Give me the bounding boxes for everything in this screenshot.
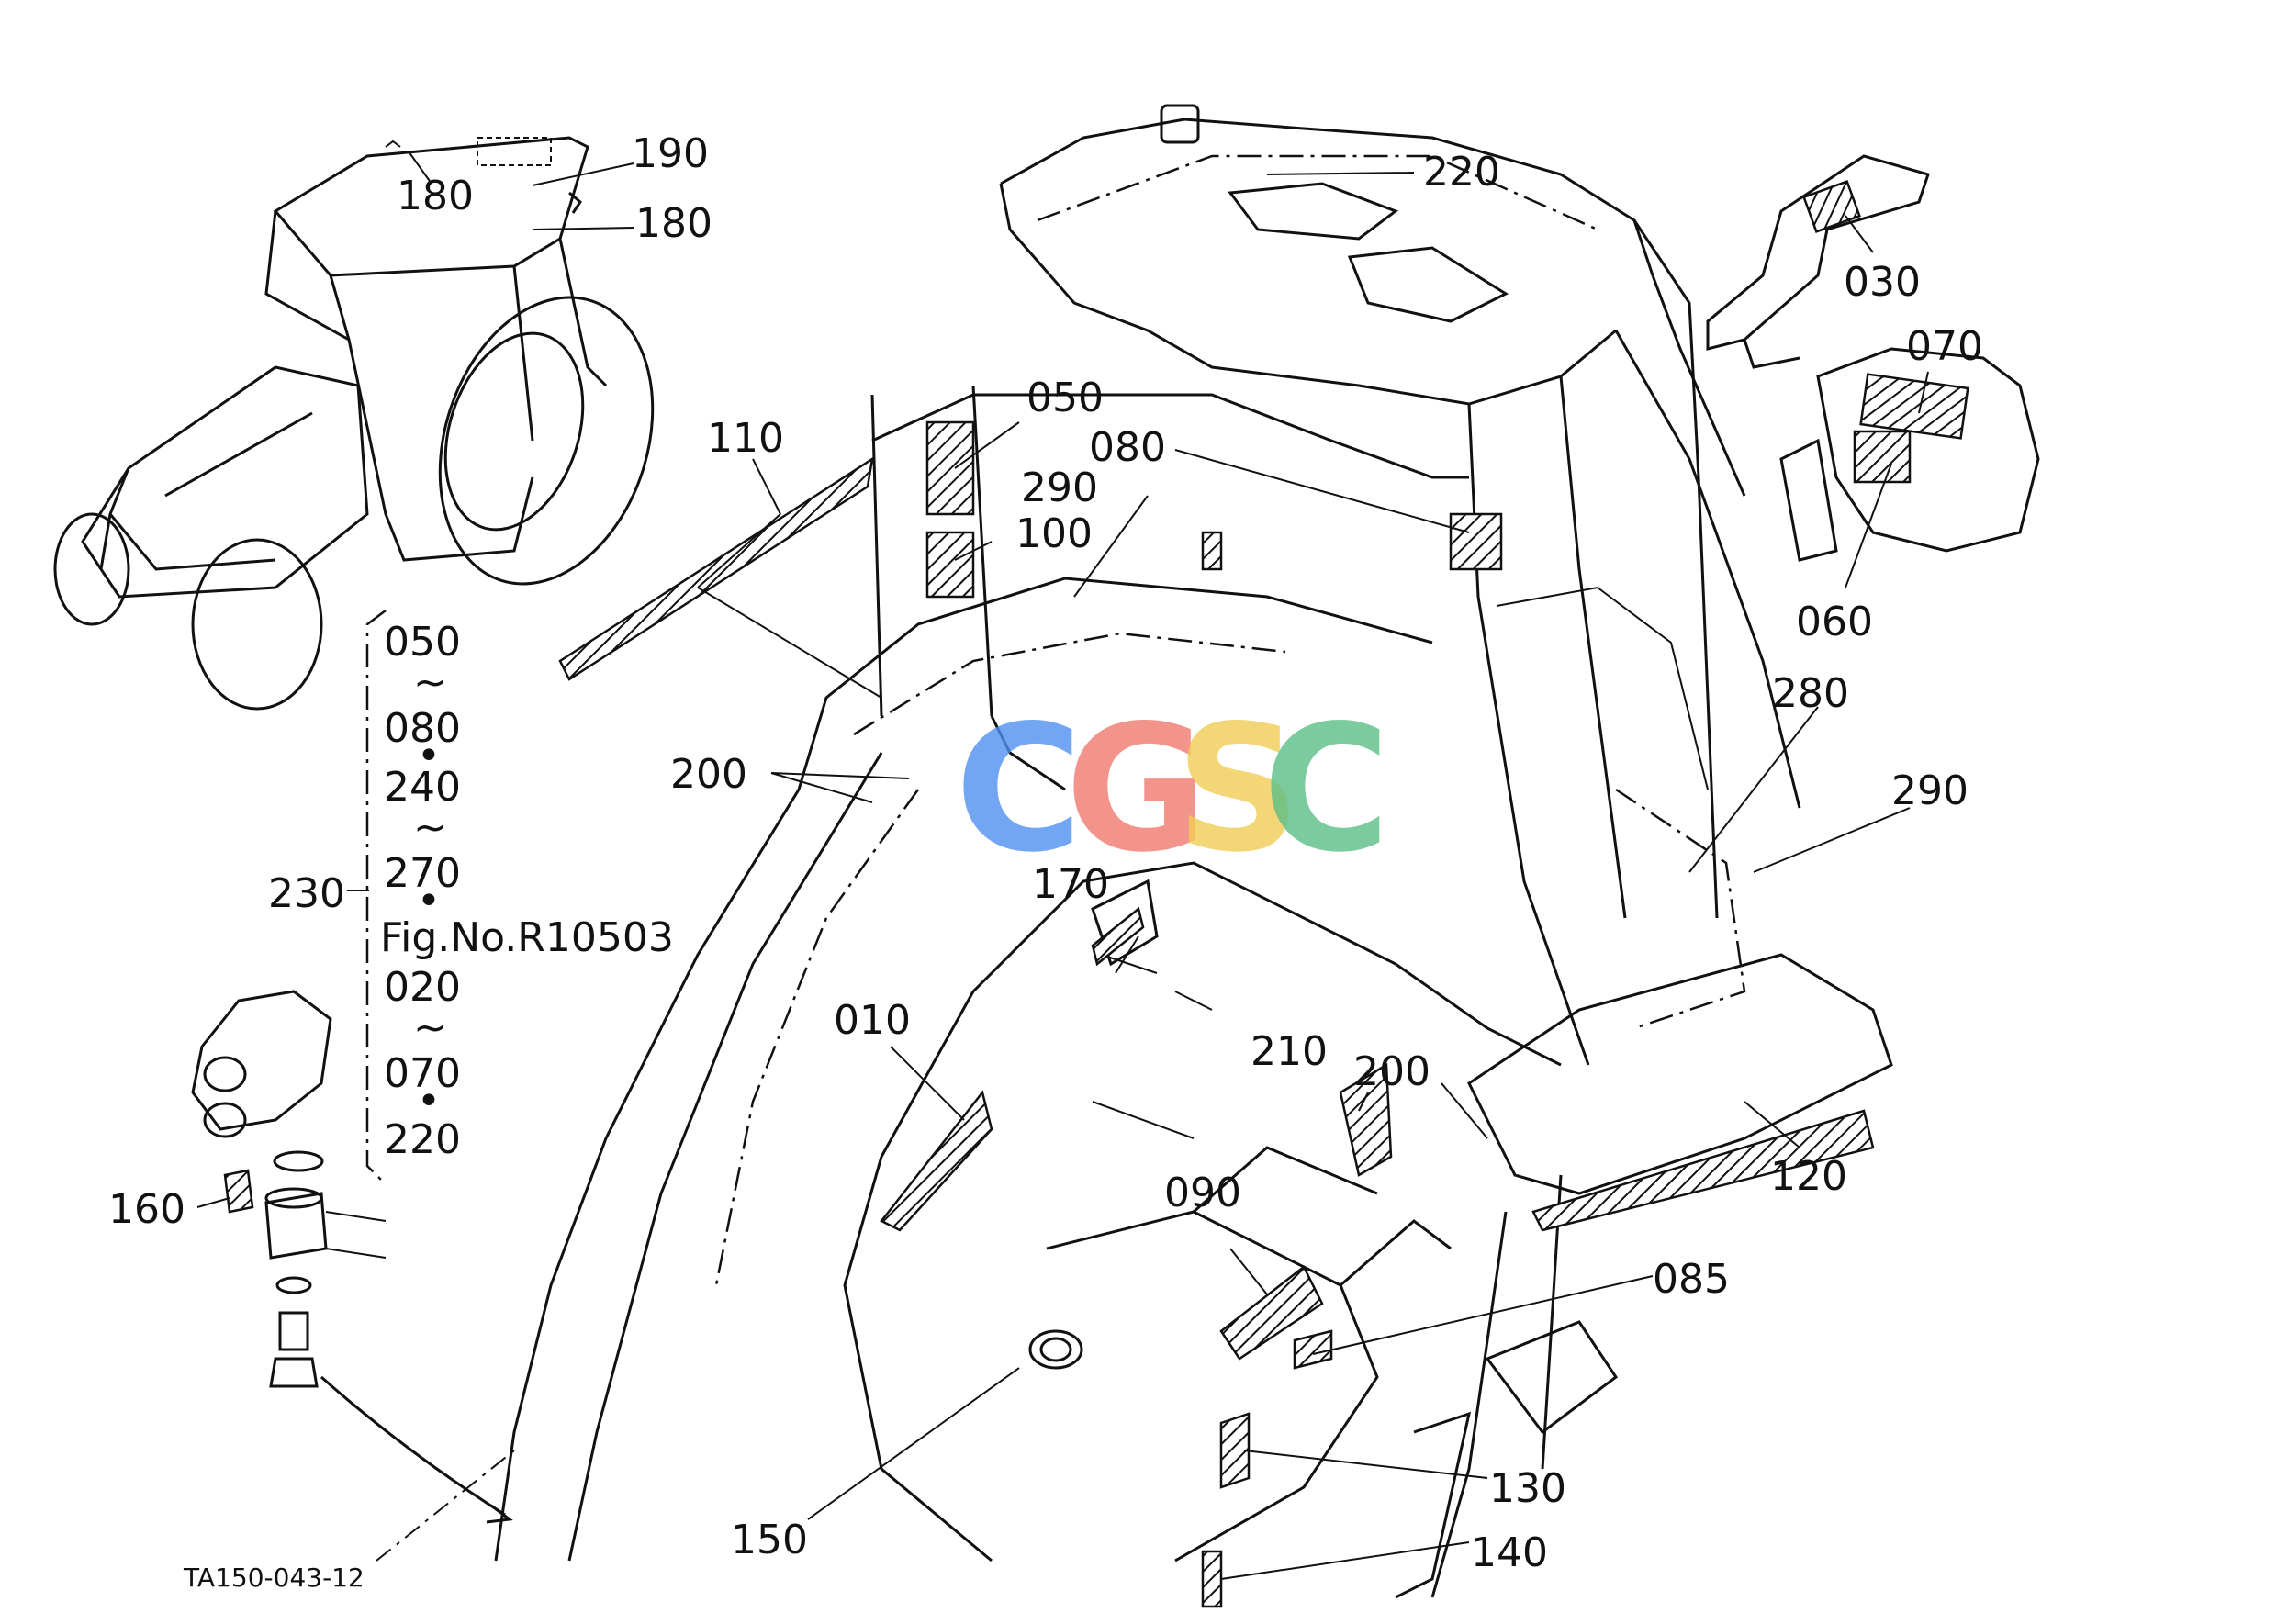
callout-010: 010 bbox=[834, 997, 911, 1044]
group-230-line: ~ bbox=[413, 1004, 447, 1051]
callout-060: 060 bbox=[1796, 599, 1873, 645]
group-230-list: 050 ~ 080 • 240 ~ 270 • Fig.No.R10503 02… bbox=[380, 619, 674, 1163]
decal-100 bbox=[925, 531, 975, 599]
group-230-line: • bbox=[417, 1078, 441, 1125]
callout-130: 130 bbox=[1489, 1465, 1566, 1512]
decal-290 bbox=[1201, 531, 1223, 571]
watermark-letter: C bbox=[1262, 688, 1390, 890]
decal-110 bbox=[558, 456, 874, 681]
callout-140: 140 bbox=[1471, 1529, 1548, 1576]
hydraulic-valve-assembly bbox=[191, 990, 513, 1524]
group-230-line: 020 bbox=[384, 964, 461, 1011]
group-230-line: 220 bbox=[384, 1116, 461, 1163]
decal-090 bbox=[1219, 1265, 1324, 1361]
decal-120 bbox=[1531, 1109, 1875, 1232]
callout-220: 220 bbox=[1423, 149, 1500, 196]
group-230-line: 270 bbox=[384, 850, 461, 897]
callout-085: 085 bbox=[1653, 1256, 1730, 1303]
callout-290: 290 bbox=[1021, 465, 1098, 511]
rear-cover-panel bbox=[1779, 347, 2040, 562]
callout-180: 180 bbox=[397, 173, 474, 219]
leader-lines bbox=[196, 151, 1929, 1580]
callout-290: 290 bbox=[1891, 767, 1969, 814]
callout-100: 100 bbox=[1015, 510, 1093, 557]
decal-060 bbox=[1853, 430, 1912, 484]
decal-170 bbox=[1091, 906, 1145, 967]
callout-110: 110 bbox=[707, 415, 784, 462]
decal-085 bbox=[1293, 1329, 1333, 1370]
figure-reference-code: TA150-043-12 bbox=[183, 1562, 365, 1593]
group-230-line: 240 bbox=[384, 764, 461, 811]
callout-170: 170 bbox=[1032, 861, 1109, 908]
group-230-line: Fig.No.R10503 bbox=[380, 914, 674, 961]
group-230-line: ~ bbox=[413, 659, 447, 706]
group-230-line: 080 bbox=[384, 705, 461, 752]
tractor-overview-sketch bbox=[53, 136, 655, 711]
group-230-line: • bbox=[417, 733, 441, 779]
decal-030 bbox=[1802, 180, 1861, 233]
callout-150: 150 bbox=[731, 1517, 808, 1563]
decal-070 bbox=[1859, 373, 1969, 440]
group-230-bracket bbox=[365, 610, 387, 1185]
callout-160: 160 bbox=[108, 1186, 185, 1233]
decals bbox=[223, 180, 1969, 1608]
watermark-letter: S bbox=[1175, 688, 1301, 890]
callout-180: 180 bbox=[635, 200, 712, 247]
callout-050: 050 bbox=[1026, 375, 1104, 421]
decal-080 bbox=[1449, 512, 1503, 571]
callout-070: 070 bbox=[1906, 323, 1983, 370]
group-230-line: 050 bbox=[384, 619, 461, 666]
group-230-line: • bbox=[417, 878, 441, 924]
group-230-line: 070 bbox=[384, 1050, 461, 1097]
decal-050 bbox=[925, 420, 975, 516]
watermark-letter: G bbox=[1065, 688, 1208, 890]
callout-230: 230 bbox=[268, 870, 345, 917]
cabin-frame bbox=[494, 104, 1893, 1599]
group-230-line: ~ bbox=[413, 804, 447, 851]
callout-280: 280 bbox=[1772, 670, 1849, 717]
cgsc-watermark: C G S C bbox=[955, 688, 1390, 890]
decal-160 bbox=[223, 1169, 254, 1214]
decal-010 bbox=[880, 1090, 993, 1232]
decal-210 bbox=[1339, 1062, 1393, 1177]
decal-130 bbox=[1219, 1412, 1251, 1489]
watermark-letter: C bbox=[955, 688, 1082, 890]
callout-200: 200 bbox=[1353, 1048, 1430, 1095]
callout-090: 090 bbox=[1164, 1170, 1241, 1216]
rear-mudguard-bracket bbox=[1706, 154, 1930, 369]
callout-210: 210 bbox=[1251, 1028, 1328, 1075]
callout-190: 190 bbox=[632, 130, 709, 177]
projection-line bbox=[376, 1450, 515, 1562]
callouts: 190 180 180 220 030 070 060 050 110 080 … bbox=[108, 130, 1983, 1576]
callout-030: 030 bbox=[1844, 259, 1921, 306]
callout-200: 200 bbox=[670, 751, 747, 798]
decal-140 bbox=[1201, 1550, 1223, 1608]
callout-120: 120 bbox=[1770, 1153, 1847, 1200]
callout-080: 080 bbox=[1089, 424, 1166, 471]
